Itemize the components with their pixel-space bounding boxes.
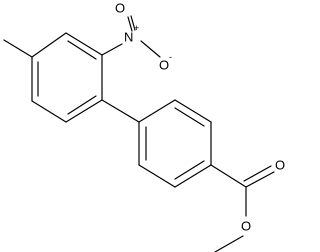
ester-ether-oxygen-label: O bbox=[241, 218, 251, 233]
bond bbox=[210, 164, 247, 188]
bond bbox=[65, 99, 103, 123]
bond bbox=[31, 32, 67, 58]
methyl-bond bbox=[3, 39, 33, 58]
bond bbox=[174, 99, 212, 123]
bond bbox=[138, 99, 176, 123]
nitro-o-charge: - bbox=[169, 52, 172, 62]
chemical-structure-diagram: N + O O - O O bbox=[3, 0, 285, 252]
bond bbox=[127, 16, 133, 32]
bond bbox=[65, 32, 103, 56]
bond bbox=[101, 43, 123, 56]
nitro-oxygen-right-label: O bbox=[159, 57, 169, 72]
ring-b-bonds bbox=[138, 99, 212, 188]
bond bbox=[214, 235, 244, 252]
nitro-nitrogen-label: N bbox=[124, 29, 133, 44]
bond bbox=[140, 40, 161, 58]
ester-carbonyl-oxygen-label: O bbox=[275, 157, 285, 172]
bond bbox=[130, 15, 136, 31]
bond-carbonyl bbox=[243, 165, 272, 182]
bond-carbonyl bbox=[245, 171, 275, 188]
nitro-n-charge: + bbox=[134, 23, 139, 33]
bond bbox=[138, 164, 176, 188]
nitro-group: N + O O - bbox=[101, 0, 172, 72]
biaryl-bond bbox=[101, 99, 140, 123]
bond-double-inner bbox=[174, 160, 205, 180]
nitro-oxygen-top-label: O bbox=[115, 0, 125, 15]
methyl-ester-group: O O bbox=[210, 157, 285, 252]
bond bbox=[31, 100, 67, 123]
bond-double-inner bbox=[67, 40, 97, 60]
bond-double-inner bbox=[67, 95, 97, 115]
ring-a-bonds bbox=[31, 32, 103, 123]
bond bbox=[174, 164, 212, 188]
bond-double-inner bbox=[174, 107, 205, 127]
